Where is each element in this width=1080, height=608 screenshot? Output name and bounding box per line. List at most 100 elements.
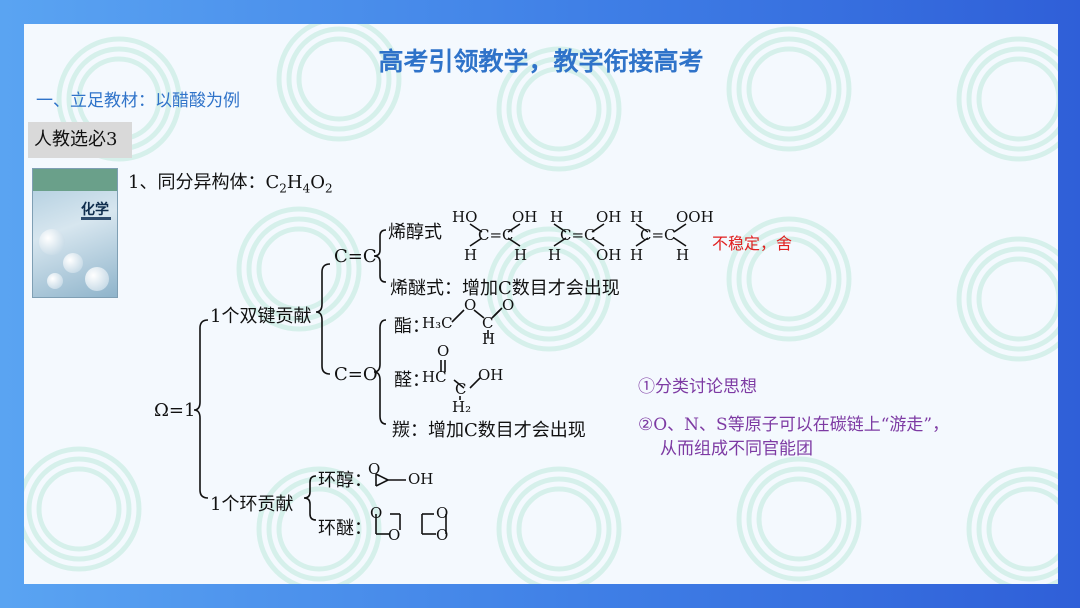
ester-label: 酯： (394, 316, 430, 337)
watermark-ring (966, 246, 1058, 352)
watermark-ring (746, 466, 852, 572)
unstable-note: 不稳定，舍 (712, 234, 793, 253)
watermark-logo (726, 26, 852, 152)
watermark-logo (496, 46, 622, 172)
watermark-ring (746, 236, 832, 322)
watermark-logo (276, 24, 402, 142)
watermark-ring (24, 446, 142, 572)
watermark-ring (496, 46, 622, 172)
watermark-ring (506, 56, 612, 162)
aldehyde-h2: H₂ (452, 398, 472, 416)
note-atoms-line2: 从而组成不同官能团 (660, 439, 813, 459)
watermark-ring (296, 36, 382, 122)
watermark-logo (24, 446, 142, 572)
textbook-tag: 人教选必3 (28, 122, 132, 158)
enol-ether-label: 烯醚式：增加C数目才会出现 (390, 278, 620, 299)
root-node: Ω=1 (154, 400, 196, 421)
watermark-ring (506, 476, 612, 582)
watermark-ring (976, 256, 1058, 342)
ring-node: 1个环贡献 (210, 494, 294, 515)
watermark-ring (746, 46, 832, 132)
watermark-ring (26, 456, 132, 562)
ring-alcohol-oh: OH (408, 470, 434, 488)
enol-2-top-left: H (550, 208, 564, 226)
watermark-ring (266, 476, 372, 582)
ring-ether-o-4: O (436, 526, 449, 544)
watermark-logo (726, 216, 852, 342)
enol-2-top-right: OH (596, 208, 622, 226)
watermark-ring (976, 476, 1058, 582)
ring-ether-squares (375, 513, 447, 535)
enol-label: 烯醇式 (388, 222, 442, 243)
enol-2-bottom-right: OH (596, 246, 622, 264)
ring-brace (303, 475, 317, 521)
aldehyde-c: C (455, 380, 467, 398)
isomer-heading: 1、同分异构体：C2H4O2 (128, 168, 333, 196)
cover-header (33, 169, 117, 191)
ring-alcohol-label: 环醇： (318, 470, 372, 491)
watermark-logo (736, 456, 862, 582)
molecule-ball (47, 273, 63, 289)
ester-bonds (451, 307, 503, 338)
ring-ether-o-3: O (436, 504, 449, 522)
watermark-logo (256, 466, 382, 584)
watermark-ring (966, 466, 1058, 584)
co-brace (373, 319, 387, 425)
enol-2-cc: C=C (560, 226, 596, 244)
watermark-ring (276, 486, 362, 572)
enol-2-bottom-left: H (548, 246, 562, 264)
ketone-label: 羰：增加C数目才会出现 (392, 420, 586, 441)
watermark-ring (956, 36, 1058, 162)
watermark-ring (506, 246, 592, 332)
aldehyde-label: 醛： (394, 370, 430, 391)
aldehyde-o: O (437, 342, 450, 360)
watermark-logo (956, 36, 1058, 162)
tree-brackets (193, 223, 687, 535)
enol-1-top-left: HO (452, 208, 478, 226)
double-bond-node: 1个双键贡献 (210, 306, 312, 327)
formula-o-sub: 2 (324, 181, 333, 196)
watermark-ring (736, 226, 842, 332)
watermark-ring (516, 66, 602, 152)
watermark-ring (486, 226, 612, 352)
watermark-ring (516, 486, 602, 572)
watermark-logo (966, 466, 1058, 584)
cover-subtitle-bar (81, 217, 111, 220)
watermark-ring (256, 466, 382, 584)
watermark-logo (486, 226, 612, 352)
note-classification: ①分类讨论思想 (638, 377, 757, 397)
formula-o: O (310, 172, 325, 193)
cover-title: 化学 (81, 202, 109, 218)
watermark-ring (246, 216, 352, 322)
enol-structure-bonds (469, 223, 687, 247)
ester-h: H (482, 330, 496, 348)
double-bond-brace (315, 263, 331, 375)
watermark-ring (256, 226, 342, 312)
note-atoms-line1: ②O、N、S等原子可以在碳链上“游走”， (638, 415, 950, 435)
cc-node: C=C (334, 246, 377, 267)
molecule-ball (63, 253, 83, 273)
section-heading: 一、立足教材：以醋酸为例 (36, 91, 240, 111)
enol-3-bottom-right: H (676, 246, 690, 264)
watermark-ring (986, 486, 1058, 572)
watermark-ring (736, 456, 862, 582)
enol-1-bottom-left: H (464, 246, 478, 264)
watermark-ring (976, 56, 1058, 142)
enol-1-bottom-right: H (514, 246, 528, 264)
watermark-ring (726, 26, 852, 152)
watermark-ring (236, 206, 362, 332)
enol-3-top-left: H (630, 208, 644, 226)
ring-ether-label: 环醚： (318, 518, 372, 539)
enol-1-top-right: OH (512, 208, 538, 226)
ring-alcohol-o: O (368, 460, 381, 478)
watermark-ring (756, 476, 842, 562)
ester-methyl: H₃C (422, 314, 453, 332)
watermark-ring (276, 24, 402, 142)
formula-h-sub: 4 (302, 181, 311, 196)
enol-3-top-right: OOH (676, 208, 714, 226)
enol-1-cc: C=C (478, 226, 514, 244)
watermark-ring (496, 236, 602, 342)
watermark-ring (966, 46, 1058, 152)
co-node: C=O (334, 364, 378, 385)
